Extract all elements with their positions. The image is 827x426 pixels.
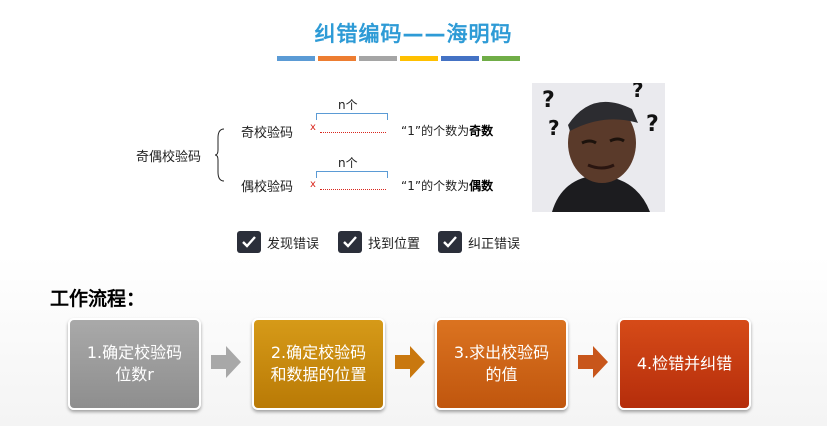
even-meaning: “1”的个数为偶数: [401, 179, 494, 193]
parity-bracket: [215, 128, 225, 182]
arrow-right-icon: [211, 346, 241, 378]
svg-text:?: ?: [548, 116, 560, 140]
title-color-bars: [277, 56, 520, 61]
step-label: 2.确定校验码和数据的位置: [270, 343, 367, 384]
even-x-mark: x: [310, 179, 316, 190]
even-parity-label: 偶校验码: [241, 180, 294, 195]
parity-root-label: 奇偶校验码: [136, 150, 202, 165]
check-label: 发现错误: [267, 236, 320, 252]
title-bar-5: [441, 56, 479, 61]
even-n-label: n个: [338, 156, 358, 170]
step-label: 1.确定校验码位数r: [86, 343, 183, 384]
arrow-right-icon: [578, 346, 608, 378]
title-bar-1: [277, 56, 315, 61]
confused-person-photo: ? ? ? ?: [532, 83, 665, 212]
checkmark-icon: [338, 231, 362, 253]
title-bar-3: [359, 56, 397, 61]
step-3-box: 3.求出校验码的值: [435, 318, 568, 410]
step-4-box: 4.检错并纠错: [618, 318, 751, 410]
title-bar-4: [400, 56, 438, 61]
odd-brace: [316, 113, 388, 120]
odd-parity-label: 奇校验码: [241, 126, 294, 141]
odd-dotted-line: [320, 131, 386, 133]
odd-x-mark: x: [310, 122, 316, 133]
step-2-box: 2.确定校验码和数据的位置: [252, 318, 385, 410]
workflow-heading: 工作流程：: [50, 288, 146, 310]
check-label: 找到位置: [368, 236, 421, 252]
step-label: 3.求出校验码的值: [453, 343, 550, 384]
step-1-box: 1.确定校验码位数r: [68, 318, 201, 410]
check-correct-error: 纠正错误: [438, 231, 520, 253]
even-brace: [316, 171, 388, 178]
checkmark-icon: [237, 231, 261, 253]
svg-text:?: ?: [632, 83, 644, 102]
title-bar-2: [318, 56, 356, 61]
check-locate-error: 找到位置: [338, 231, 420, 253]
check-label: 纠正错误: [468, 236, 521, 252]
title-bar-6: [482, 56, 520, 61]
odd-meaning: “1”的个数为奇数: [401, 124, 494, 138]
check-find-error: 发现错误: [237, 231, 319, 253]
svg-text:?: ?: [542, 88, 555, 113]
arrow-right-icon: [395, 346, 425, 378]
svg-text:?: ?: [646, 112, 659, 137]
step-label: 4.检错并纠错: [636, 354, 733, 373]
checkmark-icon: [438, 231, 462, 253]
slide-title: 纠错编码——海明码: [314, 22, 513, 46]
even-dotted-line: [320, 188, 386, 190]
odd-n-label: n个: [338, 98, 358, 112]
